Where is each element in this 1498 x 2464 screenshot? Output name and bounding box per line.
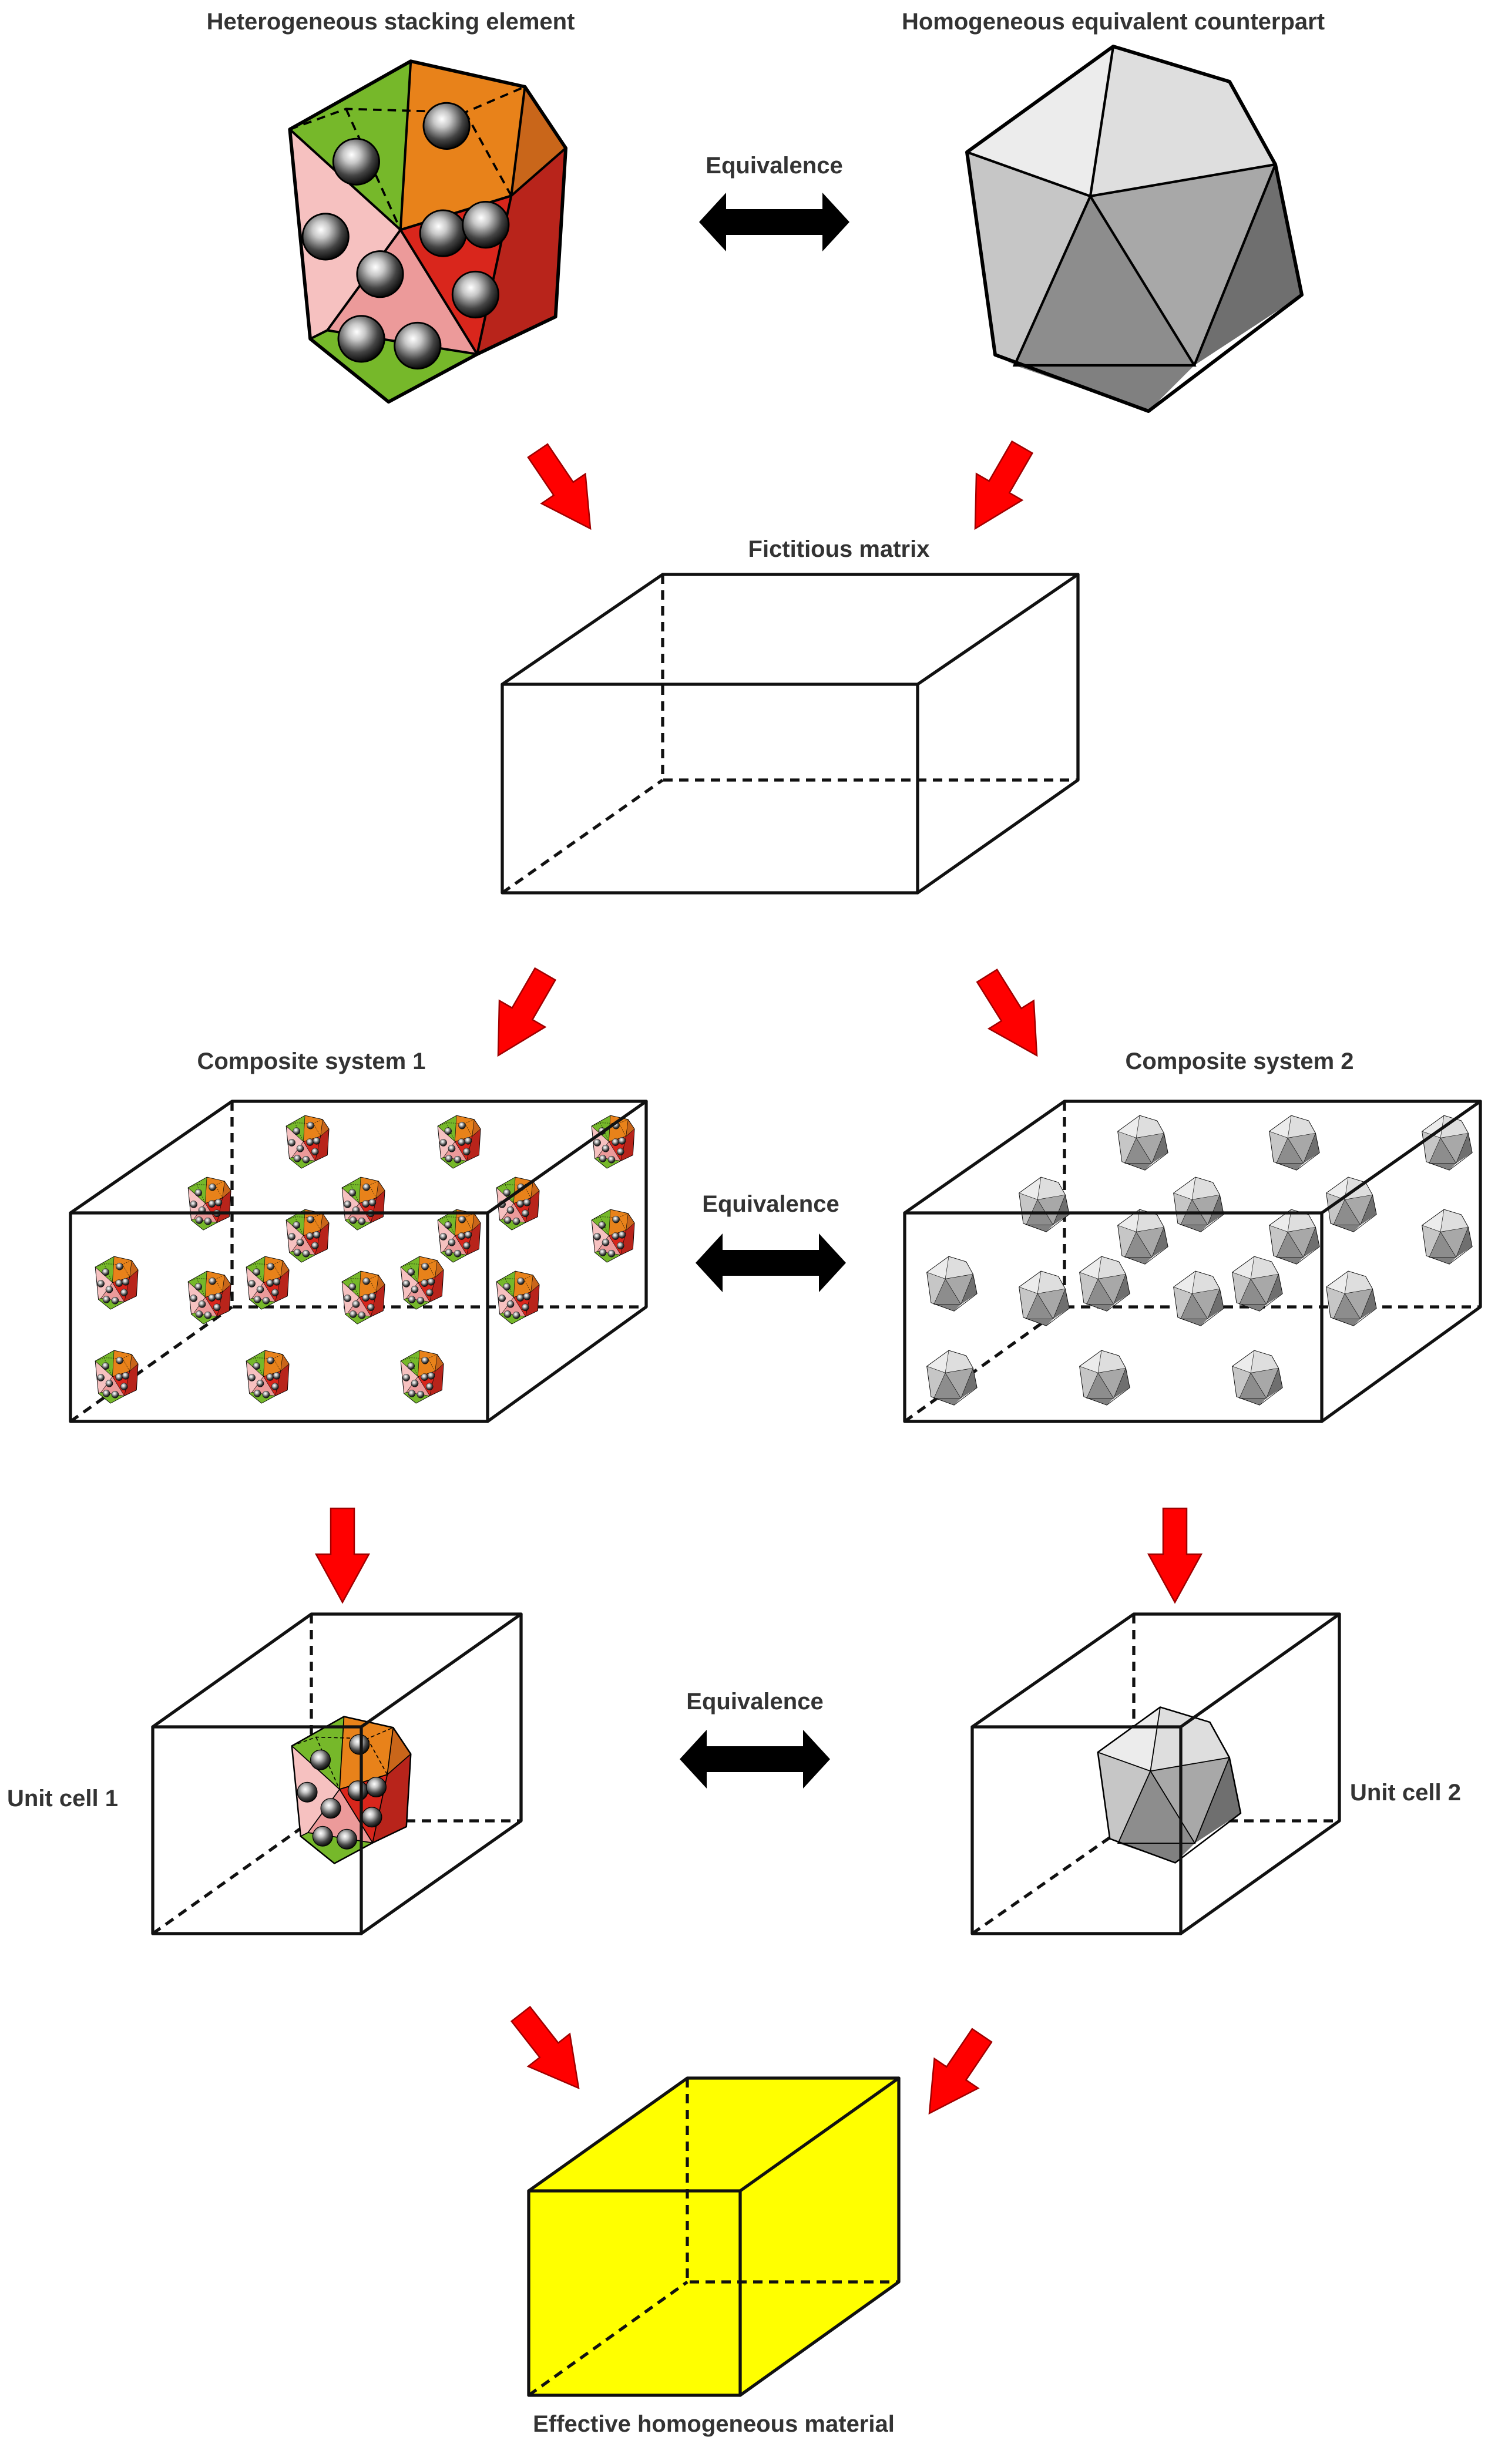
homogeneous-particle-icon: [1079, 1256, 1130, 1312]
equivalence-label-top: Equivalence: [706, 153, 842, 179]
flow-arrow-icon: [315, 1507, 370, 1604]
homogeneous-particle-icon: [926, 1350, 978, 1406]
homogeneous-particle-icon: [1232, 1256, 1283, 1312]
homogeneous-particle-icon: [1019, 1176, 1070, 1232]
homogeneous-counterpart-title: Homogeneous equivalent counterpart: [902, 9, 1325, 35]
homogeneous-particle-icon: [1422, 1209, 1473, 1265]
heterogeneous-particle-icon: [437, 1115, 481, 1169]
heterogeneous-particle-icon: [187, 1176, 231, 1231]
unit-cell-1-label: Unit cell 1: [7, 1786, 118, 1811]
equivalence-label-bottom: Equivalence: [686, 1689, 823, 1715]
heterogeneous-particle-icon: [341, 1176, 385, 1231]
flow-arrow-icon: [963, 961, 1060, 1071]
flow-arrow-icon: [515, 435, 613, 544]
composite-system-2-box: [903, 1100, 1482, 1423]
effective-material-title: Effective homogeneous material: [533, 2411, 895, 2437]
composite-system-1-particles: [95, 1115, 635, 1404]
homogeneous-particle-icon: [1117, 1115, 1168, 1171]
heterogeneous-stacking-element-icon: [290, 61, 566, 402]
unit-cell-2-box: [970, 1612, 1341, 1935]
heterogeneous-particle-icon: [95, 1256, 139, 1310]
heterogeneous-particle-icon: [341, 1270, 385, 1325]
homogeneous-particle-icon: [1079, 1350, 1130, 1406]
heterogeneous-particle-icon: [400, 1256, 444, 1310]
equivalence-double-arrow-icon: [680, 1730, 830, 1789]
flow-arrow-icon: [474, 960, 569, 1070]
composite-system-1-title: Composite system 1: [197, 1048, 425, 1074]
heterogeneous-particle-icon: [246, 1350, 290, 1404]
heterogeneous-particle-icon: [286, 1209, 330, 1263]
effective-homogeneous-material-box: [527, 2076, 901, 2397]
homogeneous-particle-icon: [1269, 1115, 1320, 1171]
unit-cell-1-box: [151, 1612, 523, 1935]
heterogeneous-element-title: Heterogeneous stacking element: [207, 9, 575, 35]
homogeneous-particle-icon: [1269, 1209, 1320, 1265]
heterogeneous-particle-icon: [591, 1209, 635, 1263]
equivalence-label-middle: Equivalence: [702, 1191, 839, 1217]
heterogeneous-particle-icon: [286, 1115, 330, 1169]
homogeneous-particle-icon: [1173, 1176, 1224, 1232]
heterogeneous-particle-icon: [496, 1270, 540, 1325]
homogeneous-particle-icon: [1097, 1706, 1242, 1864]
equivalence-double-arrow-icon: [696, 1233, 846, 1292]
homogeneous-particle-icon: [926, 1256, 978, 1312]
unit-cell-2-label: Unit cell 2: [1350, 1780, 1461, 1806]
homogeneous-particle-icon: [1232, 1350, 1283, 1406]
flow-arrow-icon: [951, 433, 1046, 543]
heterogeneous-particle-icon: [400, 1350, 444, 1404]
homogeneous-particle-icon: [1019, 1270, 1070, 1326]
equivalence-double-arrow-icon: [699, 193, 849, 251]
homogeneous-particle-icon: [1326, 1270, 1377, 1326]
flow-arrow-icon: [1147, 1507, 1203, 1604]
flow-arrow-icon: [906, 2019, 1005, 2129]
fictitious-matrix-title: Fictitious matrix: [748, 536, 930, 562]
composite-system-2-title: Composite system 2: [1125, 1048, 1353, 1074]
composite-system-1-box: [69, 1100, 648, 1423]
heterogeneous-particle-icon: [291, 1716, 412, 1864]
heterogeneous-particle-icon: [437, 1209, 481, 1263]
homogeneous-particle-icon: [1117, 1209, 1168, 1265]
heterogeneous-particle-icon: [95, 1350, 139, 1404]
heterogeneous-particle-icon: [187, 1270, 231, 1325]
heterogeneous-particle-icon: [246, 1256, 290, 1310]
composite-system-2-particles: [926, 1115, 1473, 1406]
fictitious-matrix-box: [501, 573, 1080, 895]
homogeneous-counterpart-icon: [967, 46, 1302, 411]
homogeneous-particle-icon: [1173, 1270, 1224, 1326]
flow-arrow-icon: [499, 1996, 600, 2105]
